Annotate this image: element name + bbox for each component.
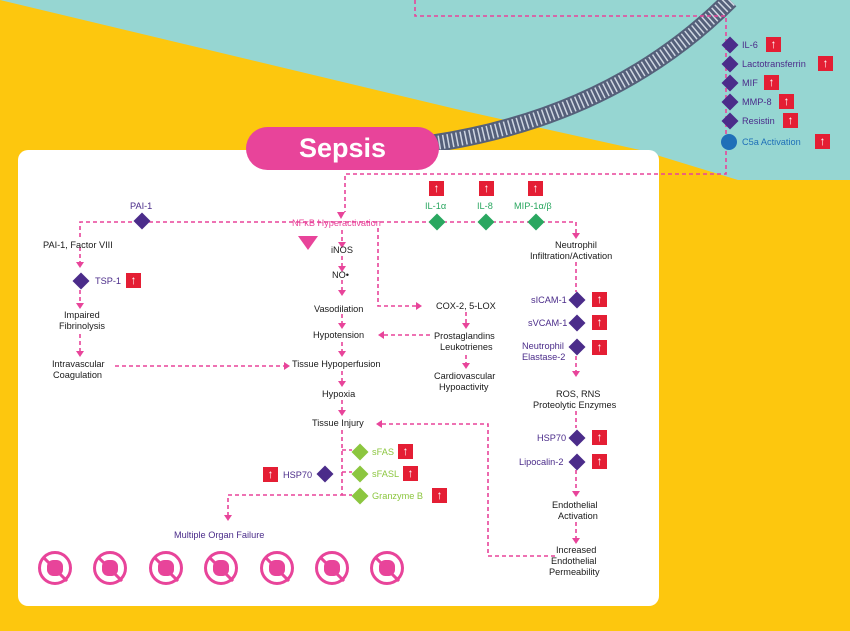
impaired-2: Fibrinolysis xyxy=(59,321,105,331)
hypoperfusion-label: Tissue Hypoperfusion xyxy=(292,359,381,369)
ivc-2: Coagulation xyxy=(53,370,103,380)
no-label: NO• xyxy=(332,270,349,280)
up-arrow-icon: ↑ xyxy=(592,454,607,469)
il1a-label: IL-1α xyxy=(425,201,447,211)
tissue-injury-label: Tissue Injury xyxy=(312,418,364,428)
up-arrow-icon: ↑ xyxy=(779,94,794,109)
nfkb-label: NFκB Hyperactivation xyxy=(292,218,381,228)
pai1-factor8: PAI-1, Factor VIII xyxy=(43,240,113,250)
perm-3: Permeability xyxy=(549,567,600,577)
up-arrow-icon: ↑ xyxy=(126,273,141,288)
liver-icon xyxy=(204,551,238,585)
cv-1: Cardiovascular xyxy=(434,371,496,381)
inos-label: iNOS xyxy=(331,245,353,255)
svcam-label: sVCAM-1 xyxy=(528,318,568,328)
sfasl-label: sFASL xyxy=(372,469,400,479)
ne-2: Elastase-2 xyxy=(522,352,566,362)
hypoxia-label: Hypoxia xyxy=(322,389,356,399)
mip1-label: MIP-1α/β xyxy=(514,201,552,211)
marker-resistin: Resistin xyxy=(742,116,775,126)
brain-icon xyxy=(38,551,72,585)
up-arrow-icon: ↑ xyxy=(432,488,447,503)
pg-1: Prostaglandins xyxy=(434,331,495,341)
up-arrow-icon: ↑ xyxy=(403,466,418,481)
marker-mif: MIF xyxy=(742,78,758,88)
lipocalin-label: Lipocalin-2 xyxy=(519,457,564,467)
marker-mmp8: MMP-8 xyxy=(742,97,772,107)
up-arrow-icon: ↑ xyxy=(783,113,798,128)
perm-2: Endothelial xyxy=(551,556,597,566)
up-arrow-icon: ↑ xyxy=(429,181,444,196)
neut-1: Neutrophil xyxy=(555,240,597,250)
lungs-icon xyxy=(93,551,127,585)
heart-icon xyxy=(149,551,183,585)
up-arrow-icon: ↑ xyxy=(815,134,830,149)
up-arrow-icon: ↑ xyxy=(592,315,607,330)
marker-il6: IL-6 xyxy=(742,40,758,50)
sicam-label: sICAM-1 xyxy=(531,295,567,305)
up-arrow-icon: ↑ xyxy=(263,467,278,482)
kidney-icon xyxy=(370,551,404,585)
cv-2: Hypoactivity xyxy=(439,382,489,392)
neut-2: Infiltration/Activation xyxy=(530,251,613,261)
marker-lactotransferrin: Lactotransferrin xyxy=(742,59,806,69)
intestine-icon xyxy=(315,551,349,585)
endo-2: Activation xyxy=(558,511,598,521)
pai1-label: PAI-1 xyxy=(130,201,153,211)
up-arrow-icon: ↑ xyxy=(592,292,607,307)
c5a-circle-icon xyxy=(721,134,737,150)
hsp70-right-label: HSP70 xyxy=(537,433,567,443)
il8-label: IL-8 xyxy=(477,201,493,211)
ros-1: ROS, RNS xyxy=(556,389,601,399)
stomach-icon xyxy=(260,551,294,585)
up-arrow-icon: ↑ xyxy=(818,56,833,71)
hypotension-label: Hypotension xyxy=(313,330,365,340)
impaired-1: Impaired xyxy=(64,310,100,320)
perm-1: Increased xyxy=(556,545,597,555)
sfas-label: sFAS xyxy=(372,447,394,457)
up-arrow-icon: ↑ xyxy=(766,37,781,52)
up-arrow-icon: ↑ xyxy=(398,444,413,459)
hsp70-left-label: HSP70 xyxy=(283,470,313,480)
ne-1: Neutrophil xyxy=(522,341,564,351)
up-arrow-icon: ↑ xyxy=(764,75,779,90)
vasodilation-label: Vasodilation xyxy=(314,304,364,314)
mof-label: Multiple Organ Failure xyxy=(174,530,265,540)
cox2-label: COX-2, 5-LOX xyxy=(436,301,496,311)
tsp1-label: TSP-1 xyxy=(95,276,122,286)
up-arrow-icon: ↑ xyxy=(479,181,494,196)
pg-2: Leukotrienes xyxy=(440,342,493,352)
up-arrow-icon: ↑ xyxy=(592,340,607,355)
up-arrow-icon: ↑ xyxy=(592,430,607,445)
ivc-1: Intravascular xyxy=(52,359,105,369)
marker-c5a: C5a Activation xyxy=(742,137,801,147)
endo-1: Endothelial xyxy=(552,500,598,510)
granzyme-label: Granzyme B xyxy=(372,491,424,501)
page-title: Sepsis xyxy=(246,127,439,170)
up-arrow-icon: ↑ xyxy=(528,181,543,196)
ros-2: Proteolytic Enzymes xyxy=(533,400,617,410)
